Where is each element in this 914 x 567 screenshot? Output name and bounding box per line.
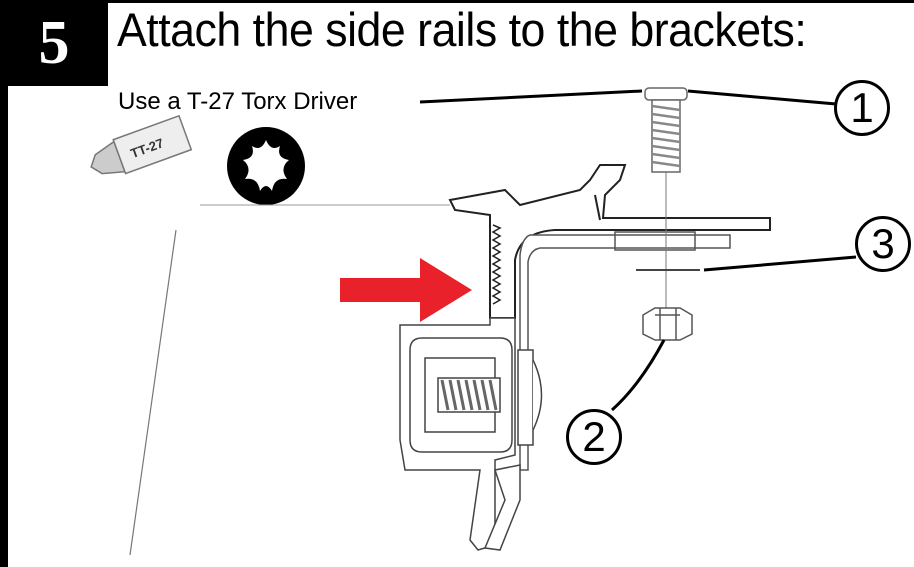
tool-leader-line bbox=[419, 89, 643, 104]
step-number-box: 5 bbox=[0, 0, 108, 86]
clamp-bolt bbox=[437, 377, 501, 413]
callout-3-circle: 3 bbox=[855, 216, 911, 272]
hex-nut bbox=[642, 307, 693, 341]
callout-2-leader bbox=[611, 339, 666, 412]
bracket-plate bbox=[519, 231, 731, 471]
side-rail-profile bbox=[448, 164, 771, 319]
tool-instruction-label: Use a T-27 Torx Driver bbox=[118, 88, 358, 115]
left-border bbox=[0, 0, 8, 567]
rail-teeth bbox=[491, 224, 502, 305]
screw bbox=[644, 87, 688, 173]
lower-bracket-leg bbox=[483, 464, 521, 551]
callout-3-leader bbox=[703, 255, 857, 272]
step-title: Attach the side rails to the brackets: bbox=[117, 3, 807, 56]
torx-bit-icon: TT-27 bbox=[90, 114, 193, 175]
callout-1-leader bbox=[687, 89, 837, 106]
clamp-body bbox=[399, 317, 543, 551]
torx-star-icon bbox=[227, 127, 305, 205]
callout-1-circle: 1 bbox=[834, 80, 890, 136]
red-arrow-icon bbox=[340, 258, 472, 322]
callout-2-circle: 2 bbox=[566, 409, 622, 465]
